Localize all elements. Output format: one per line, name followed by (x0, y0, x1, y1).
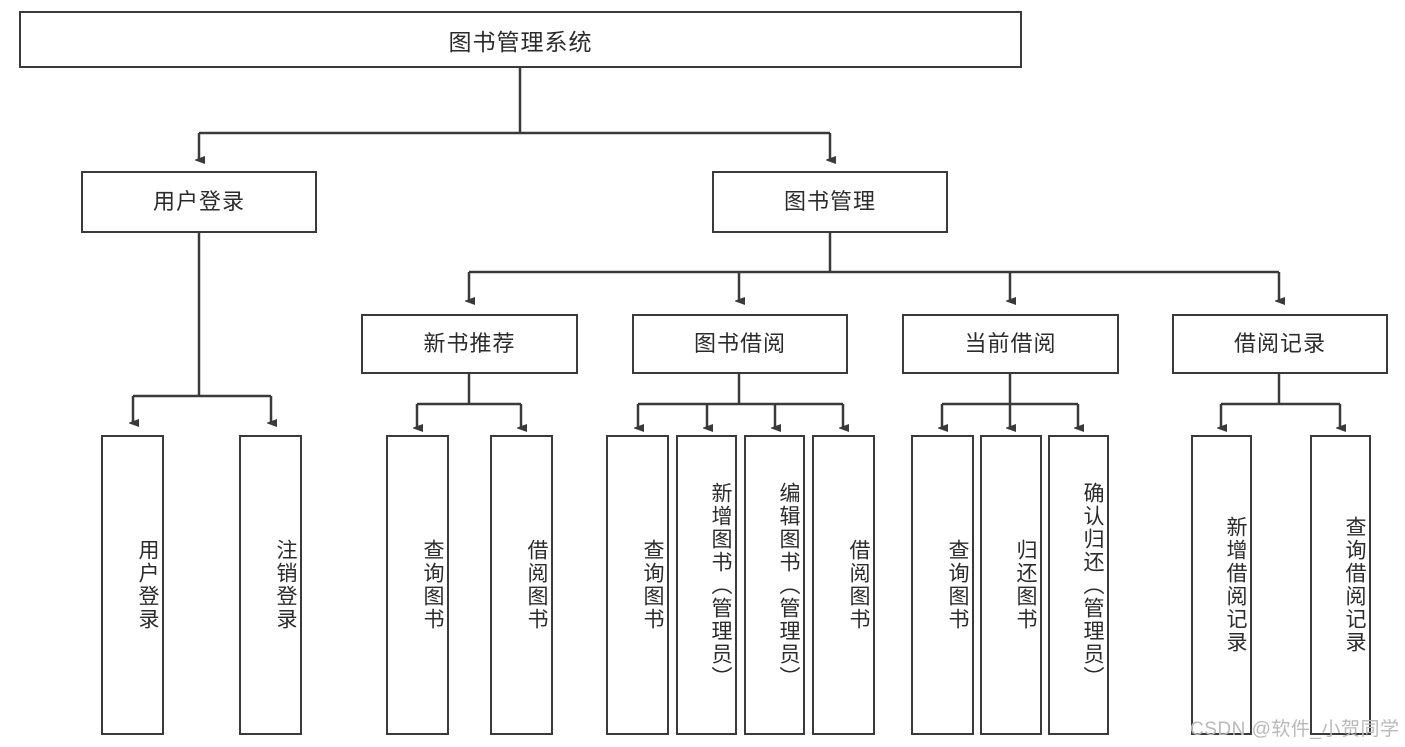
leaf-record-query-record[interactable]: 查询借阅记录 (1310, 435, 1371, 735)
leaf-user-login-login[interactable]: 用户登录 (101, 435, 164, 735)
node-label: 注销登录 (274, 539, 297, 631)
leaf-borrow-borrow-book[interactable]: 借阅图书 (812, 435, 875, 735)
node-label: 查询借阅记录 (1343, 516, 1366, 654)
leaf-borrow-add-book-admin[interactable]: 新增图书（管理员） (676, 435, 737, 735)
node-label: 查询图书 (641, 539, 664, 631)
csdn-watermark: CSDN @软件_小贺同学 (1190, 719, 1400, 740)
leaf-recommend-borrow-book[interactable]: 借阅图书 (490, 435, 553, 735)
node-label: 图书管理 (783, 188, 876, 214)
node-current-borrow[interactable]: 当前借阅 (902, 314, 1119, 374)
node-label: 当前借阅 (964, 330, 1057, 356)
node-book-management[interactable]: 图书管理 (712, 171, 948, 233)
node-label: 查询图书 (421, 539, 444, 631)
node-label: 用户登录 (152, 188, 245, 214)
leaf-borrow-edit-book-admin[interactable]: 编辑图书（管理员） (744, 435, 805, 735)
node-label: 借阅图书 (525, 539, 548, 631)
leaf-current-confirm-return-admin[interactable]: 确认归还（管理员） (1048, 435, 1109, 735)
leaf-current-query-book[interactable]: 查询图书 (911, 435, 974, 735)
node-label: 图书借阅 (693, 330, 786, 356)
node-label: 确认归还（管理员） (1081, 481, 1104, 689)
node-root-system[interactable]: 图书管理系统 (19, 11, 1022, 68)
leaf-borrow-query-book[interactable]: 查询图书 (606, 435, 669, 735)
node-user-login[interactable]: 用户登录 (81, 171, 317, 233)
leaf-user-login-logout[interactable]: 注销登录 (239, 435, 302, 735)
node-label: 图书管理系统 (448, 28, 593, 55)
node-book-borrow[interactable]: 图书借阅 (632, 314, 848, 374)
node-label: 用户登录 (136, 539, 159, 631)
leaf-current-return-book[interactable]: 归还图书 (980, 435, 1042, 735)
node-borrow-record[interactable]: 借阅记录 (1172, 314, 1388, 374)
node-label: 新增借阅记录 (1224, 516, 1247, 654)
node-label: 归还图书 (1014, 539, 1037, 631)
leaf-record-add-record[interactable]: 新增借阅记录 (1191, 435, 1252, 735)
leaf-recommend-query-book[interactable]: 查询图书 (386, 435, 449, 735)
node-new-book-recommend[interactable]: 新书推荐 (361, 314, 578, 374)
node-label: 新书推荐 (423, 330, 516, 356)
node-label: 新增图书（管理员） (709, 481, 732, 689)
node-label: 查询图书 (946, 539, 969, 631)
node-label: 编辑图书（管理员） (777, 481, 800, 689)
node-label: 借阅记录 (1233, 330, 1326, 356)
node-label: 借阅图书 (847, 539, 870, 631)
